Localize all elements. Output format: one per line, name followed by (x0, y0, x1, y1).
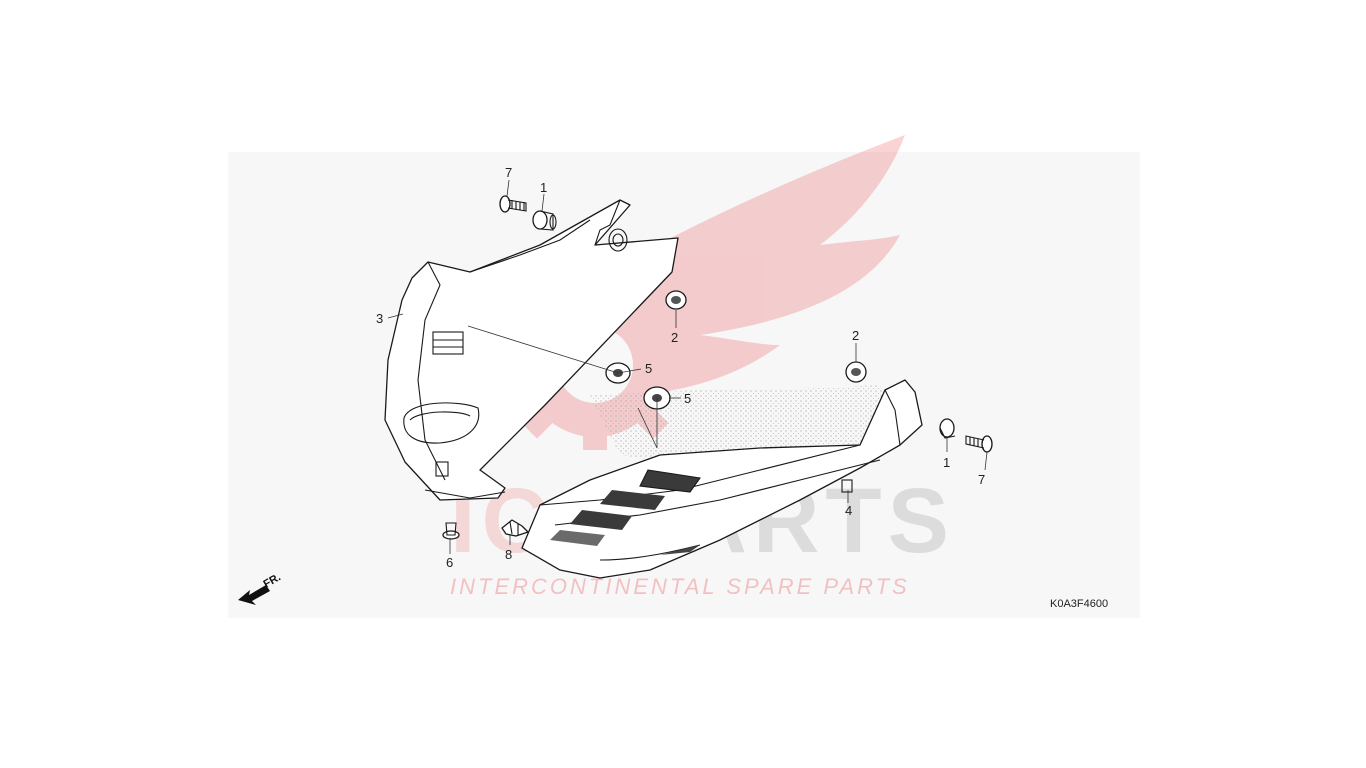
part-7-screw-left (499, 195, 527, 213)
leader-lines (387, 179, 988, 554)
part-2-grommet-upper (665, 290, 687, 310)
front-marker-label: FR. (262, 571, 283, 590)
part-1-collar-right (939, 418, 956, 439)
callout-3: 3 (376, 311, 383, 326)
front-direction-marker: FR. (238, 571, 283, 605)
part-8-clip (501, 519, 529, 537)
part-6-clip (442, 522, 460, 540)
part-2-grommet-right (845, 361, 867, 383)
callout-5-upper: 5 (645, 361, 652, 376)
callout-7-right: 7 (978, 472, 985, 487)
part-4-under-cover (521, 379, 923, 579)
callout-labels: 7 1 3 2 5 2 5 1 7 4 6 8 (376, 165, 985, 570)
callout-2-upper: 2 (671, 330, 678, 345)
callout-8: 8 (505, 547, 512, 562)
callout-1-left: 1 (540, 180, 547, 195)
diagram-code: K0A3F4600 (1050, 598, 1108, 610)
callout-1-right: 1 (943, 455, 950, 470)
watermark-wing-icon (560, 135, 905, 397)
part-3-front-cover (384, 199, 679, 501)
watermark-tagline: INTERCONTINENTAL SPARE PARTS (450, 574, 910, 599)
callout-4: 4 (845, 503, 852, 518)
callout-7-left: 7 (505, 165, 512, 180)
callout-5-lower: 5 (684, 391, 691, 406)
front-arrow-icon (238, 585, 270, 605)
callout-2-right: 2 (852, 328, 859, 343)
part-1-collar-left (532, 210, 557, 231)
part-7-screw-right (965, 435, 993, 453)
callout-6: 6 (446, 555, 453, 570)
